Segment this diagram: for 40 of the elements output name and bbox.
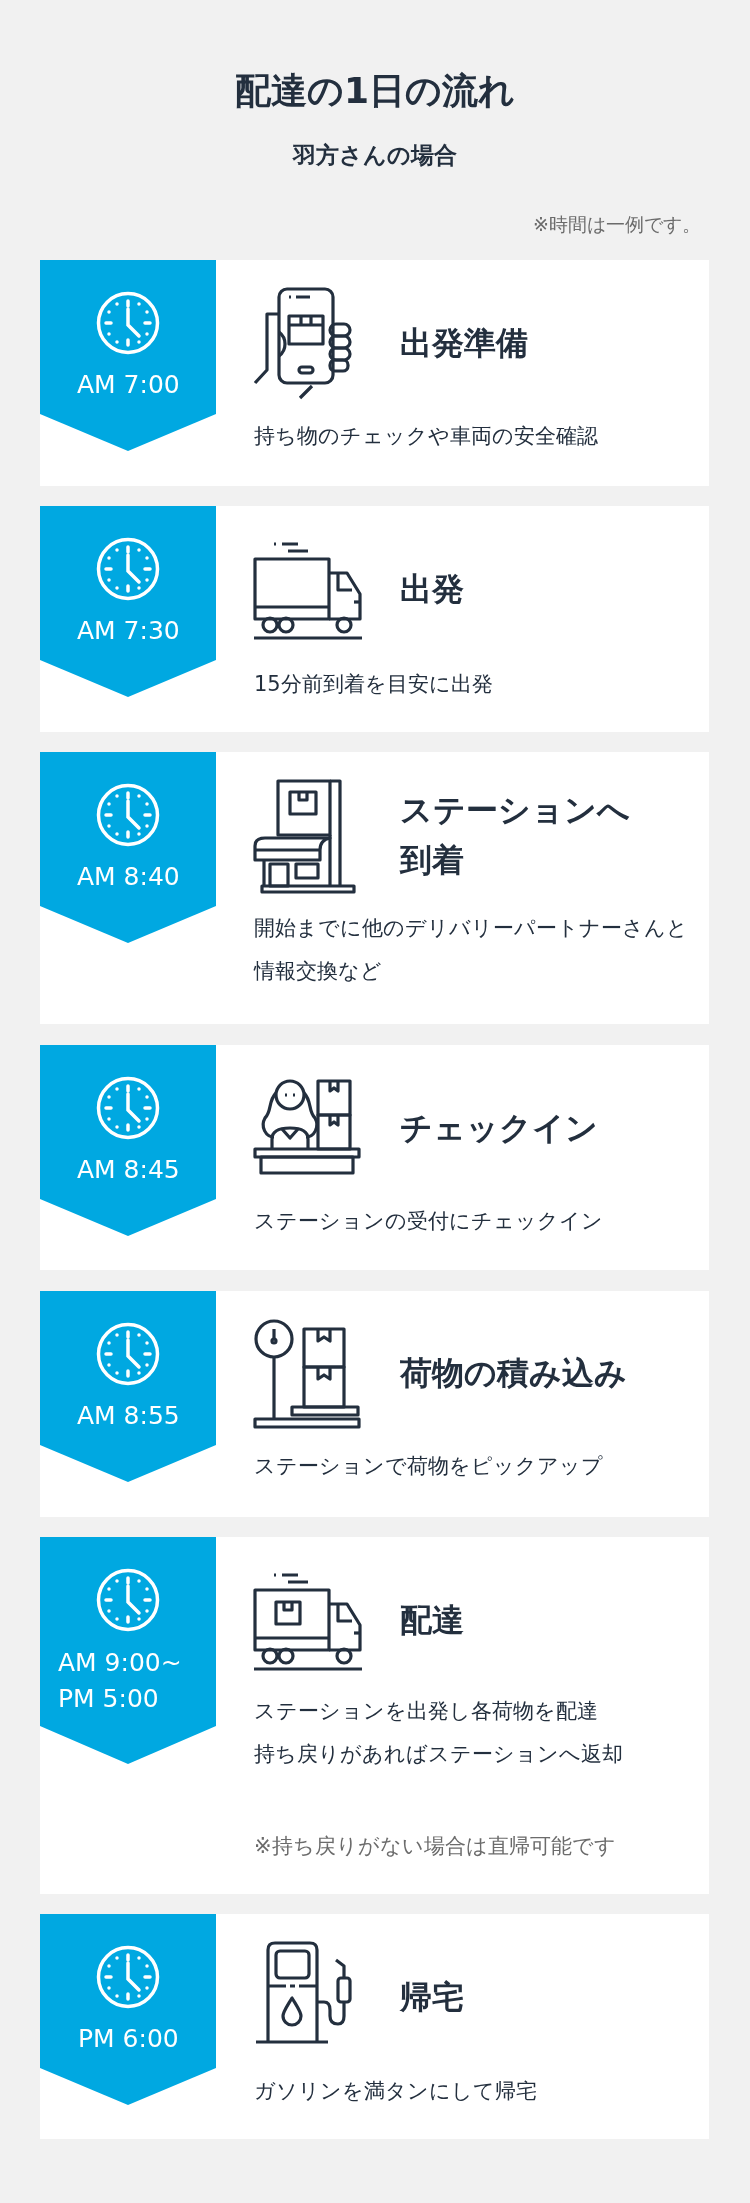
timeline-card (40, 260, 709, 486)
time-label: AM 7:00 (77, 369, 180, 401)
step-description: 開始までに他のデリバリーパートナーさんと情報交換など (254, 915, 689, 985)
step-description: ステーションの受付にチェックイン (254, 1208, 603, 1235)
step-note: ※持ち戻りがない場合は直帰可能です (254, 1833, 616, 1860)
time-label: PM 6:00 (78, 2023, 179, 2055)
step-title: 出発準備 (400, 323, 528, 364)
subtitle: 羽方さんの場合 (293, 140, 457, 170)
step-title: 配達 (400, 1600, 464, 1641)
step-title: 出発 (400, 569, 464, 610)
time-label: AM 7:30 (77, 615, 180, 647)
timeline-card (40, 1914, 709, 2139)
time-note: ※時間は一例です。 (533, 211, 701, 237)
timeline-card (40, 1291, 709, 1517)
time-badge (40, 260, 216, 451)
time-badge (40, 752, 216, 943)
timeline-card (40, 1045, 709, 1270)
step-description: ガソリンを満タンにして帰宅 (254, 2078, 537, 2105)
time-badge (40, 1045, 216, 1236)
step-description: 15分前到着を目安に出発 (254, 671, 493, 698)
step-description: ステーションで荷物をピックアップ (254, 1453, 603, 1480)
timeline-card (40, 752, 709, 1024)
step-title: ステーションへ到着 (400, 790, 631, 881)
step-title: 荷物の積み込み (400, 1353, 627, 1394)
timeline-card (40, 1537, 709, 1894)
step-description: 持ち物のチェックや車両の安全確認 (254, 423, 598, 450)
time-label: AM 8:45 (77, 1154, 180, 1186)
time-badge (40, 1914, 216, 2105)
time-label: AM 8:55 (77, 1400, 180, 1432)
time-badge (40, 1537, 216, 1764)
timeline-card (40, 506, 709, 732)
step-description: ステーションを出発し各荷物を配達 (254, 1698, 598, 1725)
step-title: 帰宅 (400, 1977, 464, 2018)
time-label: AM 9:00~ PM 5:00 (58, 1647, 183, 1715)
step-description: 持ち戻りがあればステーションへ返却 (254, 1741, 623, 1768)
step-title: チェックイン (400, 1108, 598, 1149)
time-badge (40, 506, 216, 697)
time-label: AM 8:40 (77, 861, 180, 893)
time-badge (40, 1291, 216, 1482)
page-title: 配達の1日の流れ (235, 69, 516, 113)
